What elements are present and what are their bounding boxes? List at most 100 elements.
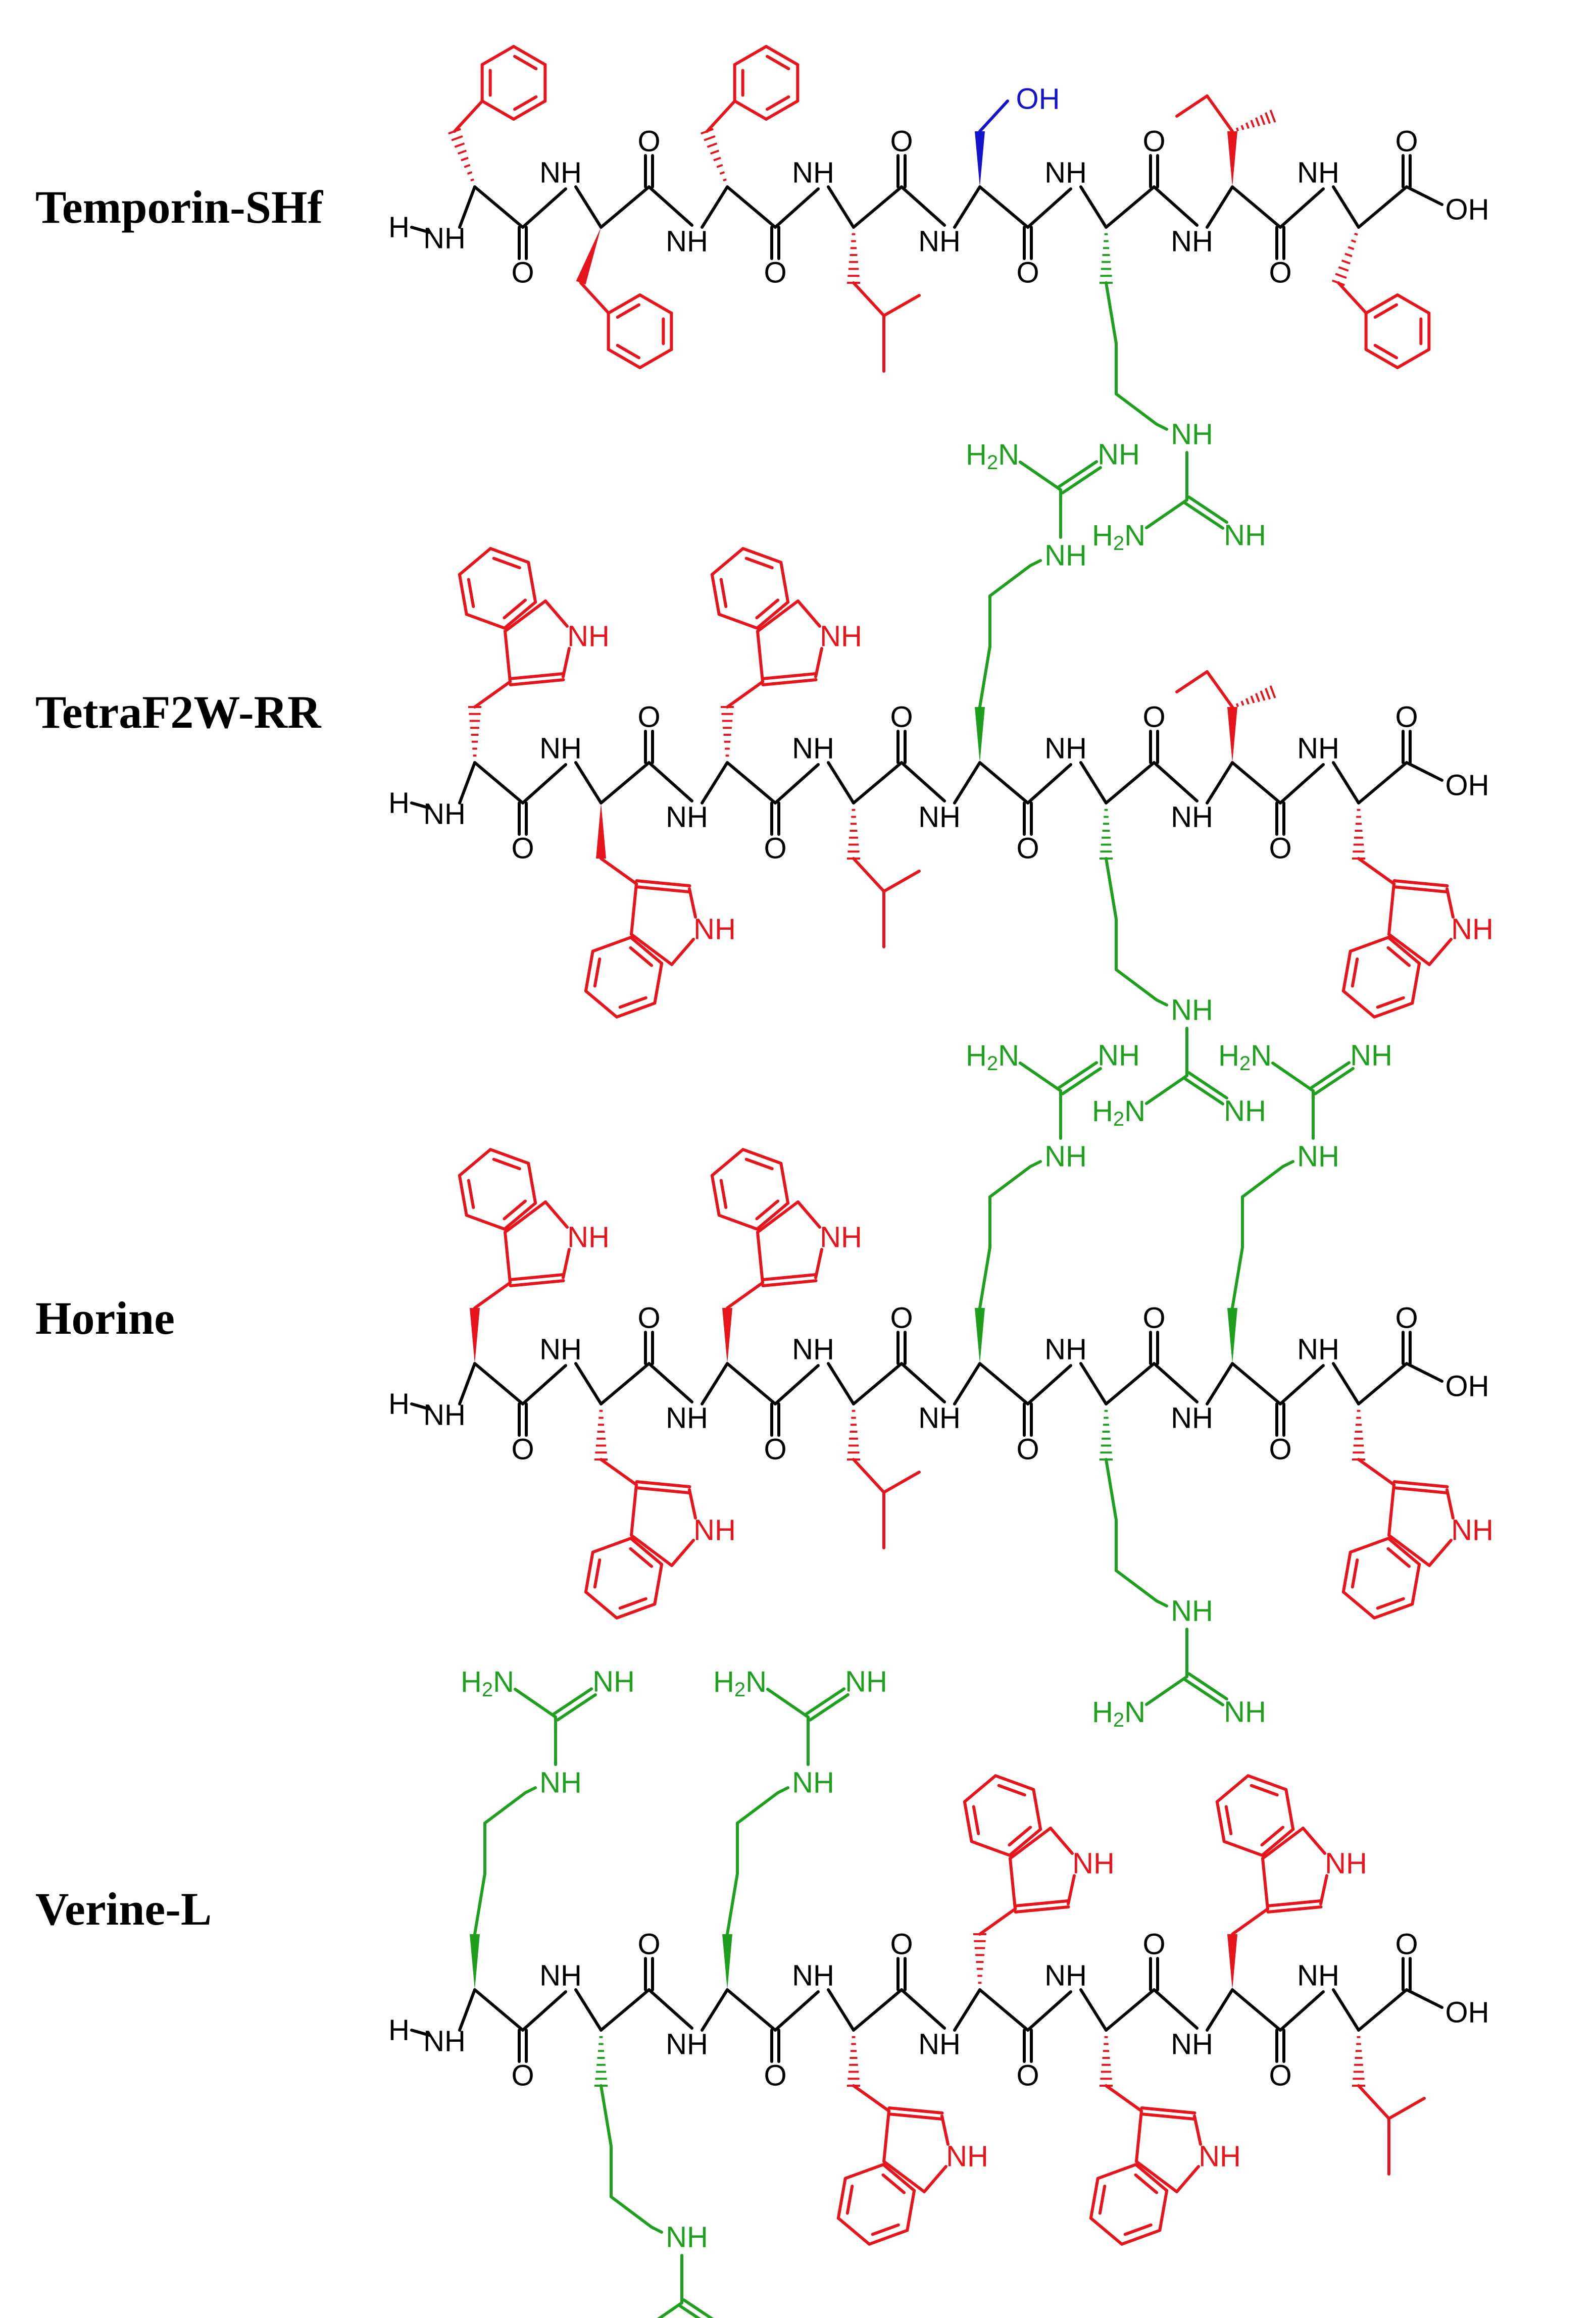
bond [630, 933, 673, 966]
bond [1145, 1675, 1188, 1706]
double-bond [1266, 1905, 1323, 1913]
side-chain-trp: NH [710, 1148, 862, 1364]
bond [1231, 1907, 1269, 1936]
double-bond [1057, 1061, 1099, 1090]
bond [776, 1786, 789, 1794]
bond [521, 187, 567, 229]
bond [1357, 1458, 1395, 1486]
double-bond [508, 672, 565, 681]
h2n-label: H2N [966, 438, 1019, 474]
aromatic-bond [765, 95, 790, 111]
ring-bond [584, 1550, 594, 1594]
ring-bond [638, 293, 673, 315]
ring-bond [733, 45, 768, 66]
hashed-bond [1245, 698, 1250, 705]
bond [1279, 763, 1325, 804]
bond [1332, 761, 1360, 804]
ring-bond [458, 547, 492, 576]
ring-bond [591, 1537, 632, 1554]
wedge-bond [1227, 1934, 1237, 1990]
imine-nh-label: NH [1098, 1039, 1140, 1072]
bond [1241, 1165, 1284, 1198]
bond [756, 630, 764, 683]
ring-bond [1222, 1840, 1264, 1857]
ring-bond [458, 1174, 468, 1217]
double-bond [761, 1273, 817, 1282]
bond [1026, 1364, 1072, 1405]
hashed-bond [1255, 693, 1260, 702]
ring-bond [717, 613, 759, 630]
bond [774, 1364, 820, 1405]
h2n-label: H2N [1092, 1696, 1145, 1732]
wedge-bond [722, 1934, 732, 1990]
amide-nh: NH [1044, 1959, 1087, 1992]
peptide-name: Temporin-SHf [35, 181, 323, 233]
ring-bond [512, 45, 547, 66]
imine-nh-label: NH [592, 1666, 635, 1698]
double-bond [509, 678, 565, 686]
side-chain-leu [847, 809, 921, 948]
bond [978, 1907, 1017, 1936]
bond [1105, 1458, 1118, 1522]
c-terminus-oh: OH [1445, 193, 1489, 226]
bond [726, 185, 777, 229]
side-chain-trp: NH [963, 1774, 1115, 1984]
hashed-bond [454, 142, 465, 148]
amide-nh: NH [1171, 225, 1213, 258]
bond [1019, 1062, 1062, 1092]
ring-bond [710, 573, 721, 616]
amide-nh: NH [1044, 1333, 1087, 1366]
ring-bond [653, 1563, 664, 1606]
wedge-bond [576, 227, 601, 285]
bond [1405, 761, 1443, 782]
ring-bond [1158, 2189, 1169, 2232]
ring-bond [1215, 1774, 1250, 1803]
indole-nh-label: NH [1072, 1847, 1115, 1880]
double-bond [1183, 501, 1225, 530]
carbonyl-o: O [1269, 832, 1291, 865]
carbonyl-o: O [1016, 832, 1039, 865]
bond [600, 1988, 651, 2032]
bond [504, 630, 512, 683]
side-chain-trp: NH [836, 2036, 988, 2246]
bond [574, 761, 603, 804]
bond [1026, 763, 1072, 804]
bond [706, 99, 736, 133]
double-bond [1310, 1061, 1351, 1090]
double-bond [678, 2304, 701, 2318]
n-terminus-h: H [388, 211, 410, 244]
ring-bond [741, 1148, 783, 1165]
bond [670, 938, 695, 966]
double-bond [1313, 1067, 1355, 1095]
bond [988, 564, 1032, 597]
peptide-verine-l: Verine-LHNHONHH2NNHNHONHH2NNHNHONHH2NNHN… [35, 1666, 1489, 2318]
bond [726, 1362, 777, 1405]
n-terminus-h: H [388, 2014, 410, 2047]
bond [1206, 670, 1234, 709]
bond [1153, 1362, 1199, 1403]
carbonyl-o: O [511, 2059, 534, 2092]
bond [1405, 1988, 1443, 2009]
ring-bond [607, 293, 641, 315]
bond [1206, 185, 1234, 229]
bond [953, 1988, 981, 2032]
ring-bond [733, 99, 768, 121]
c-terminus-oh: OH [1445, 769, 1489, 802]
bond [1231, 761, 1282, 804]
bond [1105, 2084, 1143, 2112]
guanidine-nh-label: NH [1171, 994, 1213, 1027]
ring-bond [607, 348, 641, 369]
ring-bond [1341, 949, 1352, 993]
bond [953, 185, 981, 229]
double-bond [634, 885, 691, 893]
amide-nh: NH [539, 1333, 582, 1366]
bond [473, 1988, 524, 2032]
aromatic-bond [629, 1547, 654, 1568]
bond [1405, 185, 1443, 206]
indole-nh-label: NH [567, 1221, 610, 1254]
carbonyl-o: O [1395, 1928, 1418, 1961]
indole-nh-label: NH [1199, 2140, 1241, 2173]
bond [521, 1364, 567, 1405]
